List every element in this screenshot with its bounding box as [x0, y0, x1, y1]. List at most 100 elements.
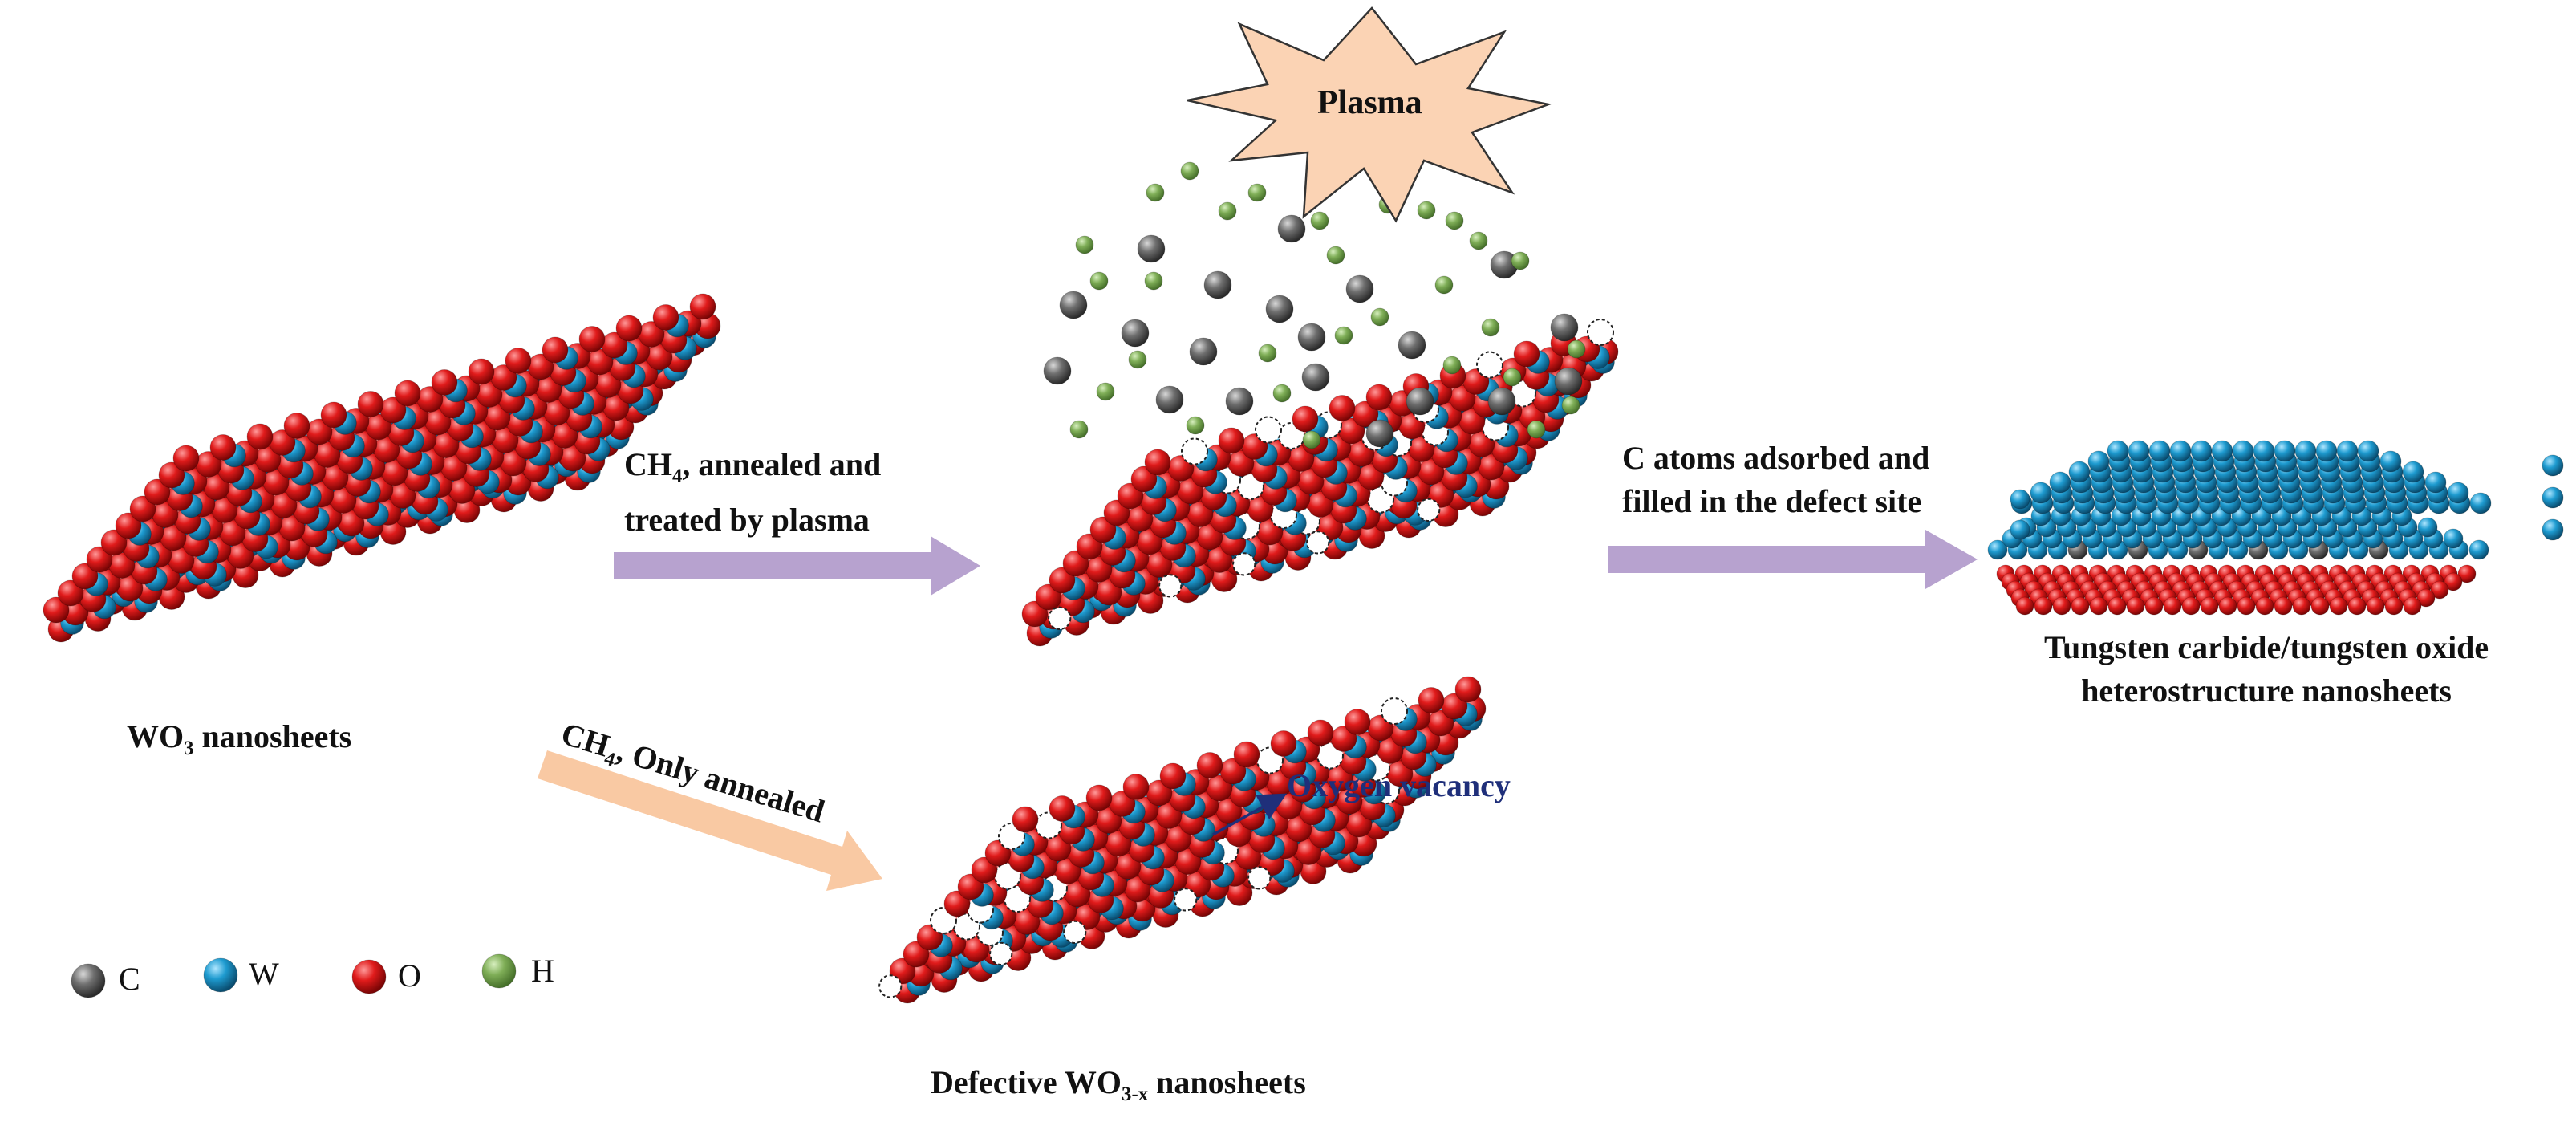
tungsten-atom	[2232, 440, 2254, 462]
oxygen-atom	[2384, 596, 2404, 616]
wo3-nanosheet	[43, 293, 721, 643]
carbon-atom	[1203, 270, 1232, 299]
tungsten-atom	[2211, 440, 2233, 462]
arrow-plasma-step	[614, 536, 980, 596]
carbon-atom	[1225, 387, 1254, 416]
oxygen-vacancy	[1174, 888, 1198, 912]
tungsten-atom-icon	[203, 957, 238, 993]
oxygen-atom	[2366, 596, 2385, 616]
oxygen-vacancy	[1255, 416, 1282, 444]
oxygen-atom	[1365, 384, 1393, 411]
carbon-atom	[1265, 295, 1294, 323]
defective-wo3-nanosheet	[878, 676, 1487, 1004]
oxygen-atom	[86, 546, 113, 573]
tungsten-atom	[2294, 440, 2317, 462]
oxygen-atom	[1218, 427, 1245, 454]
step2-label: C atoms adsorbed and filled in the defec…	[1622, 437, 1929, 523]
oxygen-atom	[1159, 762, 1187, 790]
oxygen-atom	[320, 401, 347, 429]
oxygen-vacancy	[1158, 574, 1183, 598]
oxygen-vacancy	[1063, 920, 1087, 945]
oxygen-atom	[158, 461, 185, 489]
tungsten-atom	[2190, 440, 2213, 462]
oxygen-atom	[1344, 709, 1371, 735]
oxygen-vacancy	[1587, 319, 1614, 346]
oxygen-atom	[100, 529, 128, 556]
carbon-atom	[1365, 419, 1394, 448]
oxygen-atom	[2071, 596, 2090, 616]
hydrogen-atom	[1247, 183, 1267, 202]
oxygen-vacancy	[1181, 437, 1208, 465]
oxygen-atom	[2255, 596, 2274, 616]
tungsten-atom	[2402, 461, 2424, 483]
hydrogen-atom	[1417, 201, 1436, 220]
carbon-atom	[1137, 234, 1166, 263]
oxygen-atom	[1292, 405, 1319, 433]
hydrogen-atom	[1370, 307, 1389, 327]
oxygen-atom	[246, 423, 274, 450]
plasma-gas-atoms	[1043, 161, 1586, 449]
oxygen-atom	[2430, 580, 2449, 600]
hydrogen-atom	[1075, 235, 1094, 254]
oxygen-atom	[1012, 806, 1039, 833]
carbon-atom	[1297, 323, 1326, 352]
tungsten-atom	[2447, 482, 2469, 504]
oxygen-vacancy	[1232, 552, 1256, 576]
oxygen-atom	[129, 495, 156, 522]
tungsten-atom	[2128, 440, 2150, 462]
carbon-atom-icon	[71, 963, 106, 998]
hydrogen-atom	[1186, 416, 1205, 435]
hydrogen-atom	[1561, 396, 1580, 415]
tungsten-atom	[2379, 450, 2402, 473]
oxygen-vacancy	[878, 974, 903, 998]
carbon-atom	[1301, 363, 1330, 392]
oxygen-vacancy	[1306, 531, 1330, 555]
carbon-atom	[1121, 319, 1150, 348]
oxygen-atom	[43, 596, 70, 624]
tungsten-atom	[2469, 492, 2492, 514]
oxygen-atom	[2034, 596, 2053, 616]
oxygen-atom	[1418, 687, 1445, 713]
carbon-atom	[1487, 387, 1516, 416]
step1-line2: treated by plasma	[624, 502, 870, 538]
tungsten-atom	[2417, 517, 2438, 538]
hydrogen-atom	[1180, 161, 1199, 181]
oxygen-atom	[172, 445, 200, 472]
carbon-atom	[1398, 331, 1426, 360]
oxygen-atom	[2089, 596, 2108, 616]
plasma-label: Plasma	[1317, 84, 1422, 121]
oxygen-atom	[115, 512, 142, 539]
carbon-atom	[1155, 385, 1184, 414]
carbon-atom	[1406, 387, 1434, 416]
oxygen-atom	[2292, 596, 2311, 616]
tungsten-atom	[2107, 440, 2129, 462]
oxygen-atom	[2126, 596, 2145, 616]
product-line2: heterostructure nanosheets	[2081, 673, 2452, 709]
tungsten-atom	[2468, 539, 2489, 560]
hydrogen-atom	[1527, 420, 1546, 439]
tungsten-atom	[2068, 461, 2091, 483]
hydrogen-atom	[1218, 201, 1237, 221]
step2-line1: C atoms adsorbed and	[1622, 440, 1930, 476]
oxygen-atom	[2310, 596, 2330, 616]
hydrogen-atom	[1442, 356, 1462, 375]
hydrogen-atom	[1511, 251, 1530, 270]
oxygen-atom	[468, 358, 495, 385]
tungsten-atom	[2010, 519, 2030, 540]
tungsten-atom	[2253, 440, 2275, 462]
tungsten-atom	[1987, 539, 2008, 560]
vacancy-pointer-arrow	[1212, 793, 1288, 836]
carbon-atom	[1345, 274, 1374, 303]
product-label: Tungsten carbide/tungsten oxide heterost…	[2044, 626, 2489, 713]
oxygen-atom	[1270, 730, 1297, 757]
plasma-burst-icon	[1187, 6, 1552, 223]
oxygen-atom	[1196, 752, 1223, 778]
wo3-label: WO3 nanosheets	[127, 718, 352, 759]
oxygen-atom	[144, 478, 171, 506]
product-line1: Tungsten carbide/tungsten oxide	[2044, 629, 2489, 665]
oxygen-atom	[1085, 784, 1113, 811]
hydrogen-atom	[1334, 326, 1353, 345]
oxygen-atom	[71, 563, 99, 590]
step1-label: CH4, annealed and treated by plasma	[624, 443, 881, 542]
